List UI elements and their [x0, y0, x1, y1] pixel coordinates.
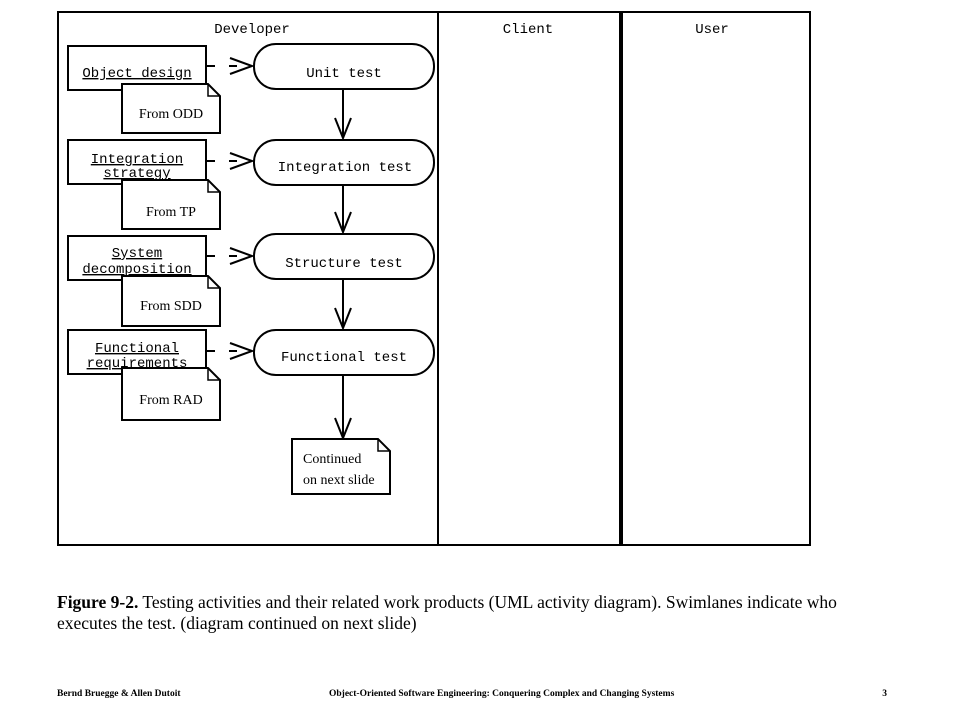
- note-text: From TP: [146, 205, 196, 220]
- note-from-odd: From ODD: [121, 83, 221, 134]
- note-text: From RAD: [139, 393, 202, 408]
- footer-book-title: Object-Oriented Software Engineering: Co…: [329, 689, 675, 699]
- footer-authors: Bernd Bruegge & Allen Dutoit: [57, 689, 181, 699]
- object-system-decomposition: System decomposition: [67, 235, 207, 281]
- swimlane-frame: [57, 11, 811, 546]
- footer-page-number: 3: [882, 689, 887, 699]
- object-integration-strategy: Integration strategy: [67, 139, 207, 185]
- activity-integration-test: Integration test: [253, 139, 435, 186]
- activity-functional-test: Functional test: [253, 329, 435, 376]
- note-continued: Continued on next slide: [291, 438, 391, 495]
- object-object-design: Object design: [67, 45, 207, 91]
- object-label-line1: Integration: [91, 152, 183, 168]
- note-text-line1: Continued: [303, 452, 361, 467]
- object-label-line2: strategy: [103, 166, 170, 182]
- note-from-rad: From RAD: [121, 367, 221, 421]
- uml-activity-diagram: Developer Client User Unit test Integrat…: [57, 11, 811, 546]
- object-flow-arrows: [207, 57, 255, 360]
- note-text-line2: on next slide: [303, 473, 375, 488]
- activity-unit-test: Unit test: [253, 43, 435, 90]
- figure-label: Figure 9-2.: [57, 592, 139, 612]
- activity-label: Functional test: [281, 350, 407, 366]
- lane-header-user: User: [695, 22, 729, 38]
- figure-caption: Figure 9-2. Testing activities and their…: [57, 592, 897, 634]
- activity-label: Structure test: [285, 256, 403, 272]
- note-text: From ODD: [139, 107, 203, 122]
- object-functional-requirements: Functional requirements: [67, 329, 207, 375]
- note-text: From SDD: [140, 299, 202, 314]
- lane-header-client: Client: [503, 22, 553, 38]
- object-label: Object design: [82, 66, 191, 82]
- object-label-line1: System: [112, 246, 162, 262]
- note-from-sdd: From SDD: [121, 275, 221, 327]
- activity-structure-test: Structure test: [253, 233, 435, 280]
- activity-label: Integration test: [278, 160, 412, 176]
- note-from-tp: From TP: [121, 179, 221, 230]
- object-label-line1: Functional: [95, 341, 179, 357]
- object-label-line2: decomposition: [82, 262, 191, 278]
- caption-text: Testing activities and their related wor…: [57, 592, 837, 633]
- lane-header-developer: Developer: [214, 22, 290, 38]
- activity-label: Unit test: [306, 66, 382, 82]
- slide-footer: Bernd Bruegge & Allen Dutoit Object-Orie…: [57, 689, 887, 703]
